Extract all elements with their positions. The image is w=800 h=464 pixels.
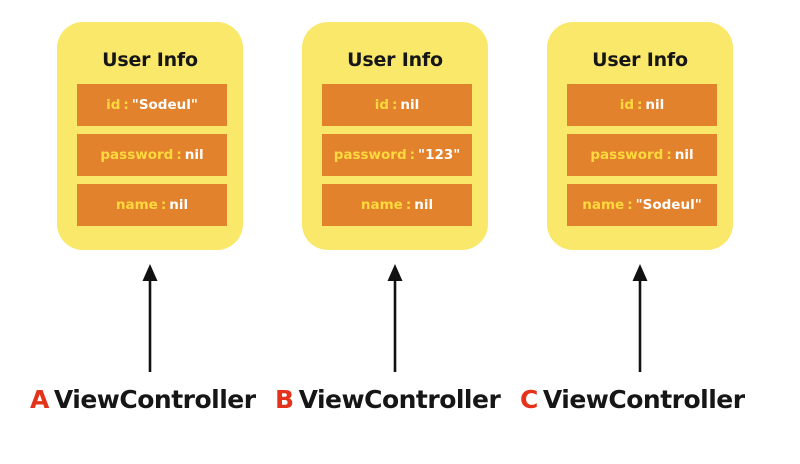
field-value: "123" xyxy=(418,147,461,163)
card-title: User Info xyxy=(347,49,443,71)
field-key: id xyxy=(374,97,389,113)
label-text: ViewController xyxy=(298,385,501,414)
arrow-up-icon xyxy=(387,264,403,372)
field-list: id : "Sodeul" password : nil name : nil xyxy=(77,84,227,226)
card-title: User Info xyxy=(102,49,198,71)
field-key: name xyxy=(115,197,158,213)
field-key: id xyxy=(619,97,634,113)
field-list: id : nil password : "123" name : nil xyxy=(322,84,472,226)
field-separator: : xyxy=(627,197,633,213)
label-text: ViewController xyxy=(542,385,745,414)
arrow-up-icon xyxy=(632,264,648,372)
field-row-id: id : nil xyxy=(322,84,472,126)
field-key: password xyxy=(590,147,664,163)
diagram-column-c: User Info id : nil password : nil name :… xyxy=(520,0,745,464)
diagram-column-a: User Info id : "Sodeul" password : nil n… xyxy=(30,0,256,464)
field-key: name xyxy=(360,197,403,213)
field-row-id: id : "Sodeul" xyxy=(77,84,227,126)
field-separator: : xyxy=(176,147,182,163)
field-row-name: name : "Sodeul" xyxy=(567,184,717,226)
diagram-column-b: User Info id : nil password : "123" name… xyxy=(275,0,501,464)
field-separator: : xyxy=(392,97,398,113)
field-key: password xyxy=(333,147,407,163)
label-text: ViewController xyxy=(53,385,256,414)
field-value: nil xyxy=(169,197,189,213)
field-value: nil xyxy=(674,147,694,163)
field-separator: : xyxy=(637,97,643,113)
label-letter: C xyxy=(520,385,538,414)
field-value: nil xyxy=(184,147,204,163)
field-separator: : xyxy=(160,197,167,213)
field-value: nil xyxy=(414,197,434,213)
field-row-password: password : "123" xyxy=(322,134,472,176)
field-key: id xyxy=(106,97,121,113)
field-key: password xyxy=(100,147,174,163)
field-separator: : xyxy=(666,147,672,163)
field-value: "Sodeul" xyxy=(635,197,702,213)
field-value: nil xyxy=(645,97,665,113)
field-separator: : xyxy=(123,97,129,113)
arrow-up-icon xyxy=(142,264,158,372)
field-value: nil xyxy=(400,97,420,113)
field-row-password: password : nil xyxy=(77,134,227,176)
user-info-card-c: User Info id : nil password : nil name :… xyxy=(547,22,733,250)
field-list: id : nil password : nil name : "Sodeul" xyxy=(567,84,717,226)
card-title: User Info xyxy=(592,49,688,71)
field-row-name: name : nil xyxy=(322,184,472,226)
field-separator: : xyxy=(409,147,416,163)
label-letter: B xyxy=(275,385,294,414)
user-info-card-b: User Info id : nil password : "123" name… xyxy=(302,22,488,250)
field-row-name: name : nil xyxy=(77,184,227,226)
user-info-card-a: User Info id : "Sodeul" password : nil n… xyxy=(57,22,243,250)
field-value: "Sodeul" xyxy=(131,97,198,113)
field-separator: : xyxy=(405,197,412,213)
field-row-id: id : nil xyxy=(567,84,717,126)
field-key: name xyxy=(582,197,625,213)
label-letter: A xyxy=(30,385,49,414)
field-row-password: password : nil xyxy=(567,134,717,176)
